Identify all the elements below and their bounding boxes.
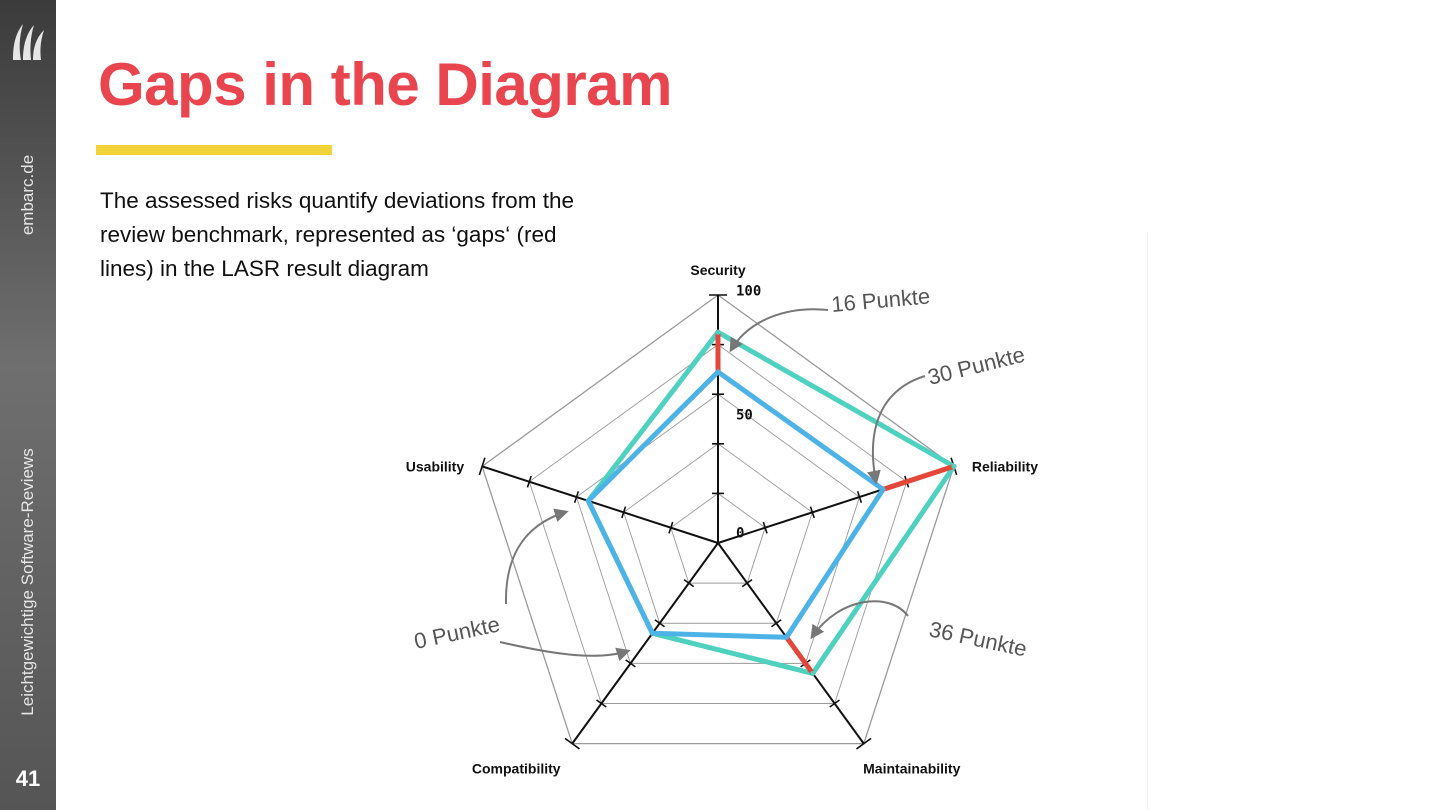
axis-line-compatibility [571, 542, 719, 745]
series-point [784, 634, 790, 640]
axis-tick [621, 506, 627, 519]
axis-line-usability [481, 465, 719, 544]
axis-tick [596, 699, 607, 708]
sidebar: embarc.de Leichtgewichtige Software-Revi… [0, 0, 56, 810]
axis-tick [668, 521, 674, 534]
gap-line-reliability [880, 463, 957, 492]
series-point [951, 463, 957, 469]
annotation-arrow-usability [504, 508, 569, 605]
axis-tick [770, 619, 782, 628]
axis-label-compatibility: Compatibility [472, 761, 561, 777]
grid-ring [670, 492, 766, 584]
annotation-usability: 0 Punkte [412, 611, 502, 654]
axis-label-maintainability: Maintainability [863, 761, 960, 777]
axis-tick [762, 521, 768, 534]
slide-title: Gaps in the Diagram [98, 51, 672, 118]
axis-tick [741, 578, 753, 588]
series-point [810, 670, 816, 676]
annotation-arrow-security [729, 308, 829, 353]
tick-label: 0 [736, 526, 744, 542]
grid-ring [575, 393, 861, 664]
title-underline [96, 145, 332, 155]
axis-tick [683, 578, 695, 588]
axis-tick [654, 619, 666, 628]
annotation-maintainability: 36 Punkte [927, 616, 1029, 661]
benchmark-series-line [585, 329, 957, 676]
axis-tick [564, 737, 580, 750]
grid-ring [623, 443, 813, 624]
annotation-reliability: 30 Punkte [925, 342, 1027, 390]
axis-tick [856, 491, 863, 503]
series-point [715, 329, 721, 335]
axis-tick [856, 737, 872, 750]
tick-label: 50 [736, 408, 753, 424]
embarc-logo-icon [13, 24, 44, 60]
body-text: The assessed risks quantify deviations f… [100, 188, 574, 281]
tick-label: 100 [736, 284, 761, 300]
gap-line-maintainability [784, 634, 816, 676]
grid-ring [528, 344, 908, 704]
grid-ring [481, 294, 955, 745]
annotation-arrow-maintainability [810, 600, 909, 640]
axis-tick [573, 491, 580, 503]
annotation-security: 16 Punkte [830, 283, 931, 317]
axis-tick [478, 457, 486, 476]
series-point [880, 486, 886, 492]
axis-label-usability: Usability [406, 458, 465, 474]
series-point [715, 369, 721, 375]
axis-label-reliability: Reliability [972, 458, 1038, 474]
axis-tick [809, 506, 815, 519]
axis-tick [829, 699, 840, 708]
axis-label-security: Security [690, 262, 745, 278]
result-series-line [585, 369, 886, 640]
axis-tick [526, 475, 532, 488]
slide-number: 41 [15, 766, 41, 791]
annotation-arrow-reliability [867, 375, 926, 485]
divider-line [1147, 232, 1148, 810]
series-point [585, 498, 591, 504]
annotation-arrow-usability-2 [499, 641, 631, 662]
series-point [649, 630, 655, 636]
